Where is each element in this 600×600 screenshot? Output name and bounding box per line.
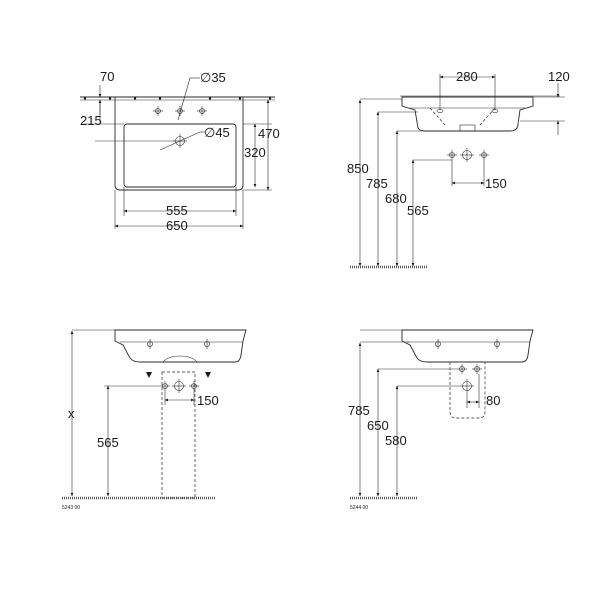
dim-565-front: 565	[97, 435, 119, 450]
dim-555: 555	[166, 203, 188, 218]
dim-d45: ∅45	[204, 125, 230, 140]
dim-x: x	[68, 406, 75, 421]
dim-d35: ∅35	[200, 70, 226, 85]
view-side-right: 280 120 850 785 680 565 150	[347, 69, 570, 269]
dim-150-front: 150	[197, 393, 219, 408]
dim-580-semi: 580	[385, 433, 407, 448]
view-front-pedestal: 150 x 565 5243 00	[62, 329, 247, 511]
dim-80: 80	[486, 393, 500, 408]
dim-470: 470	[258, 126, 280, 141]
bowl-inner-top	[123, 123, 237, 188]
dim-785-semi: 785	[348, 403, 370, 418]
basin-profile-front-ped	[114, 329, 247, 363]
basin-outline-top	[114, 97, 244, 191]
dim-565: 565	[407, 203, 429, 218]
dim-280: 280	[456, 69, 478, 84]
dim-120: 120	[548, 69, 570, 84]
dim-650-semi: 650	[367, 418, 389, 433]
supply-points-side	[447, 148, 489, 162]
dim-680: 680	[385, 191, 407, 206]
view-front-semipedestal: 80 785 650 580 5244 00	[348, 329, 534, 511]
dim-850: 850	[347, 161, 369, 176]
supply-points-front-ped	[160, 379, 199, 393]
dim-785: 785	[366, 176, 388, 191]
supply-points-front-semi	[457, 364, 482, 393]
basin-profile-front-semi	[401, 329, 534, 363]
basin-profile-side	[401, 96, 534, 132]
semi-pedestal	[449, 362, 486, 419]
dim-150-side: 150	[485, 176, 507, 191]
dim-215: 215	[80, 113, 102, 128]
code-5243: 5243 00	[62, 505, 80, 511]
wall-hatch-top	[83, 97, 272, 100]
dim-320: 320	[244, 145, 266, 160]
tap-holes-top	[153, 106, 207, 116]
pedestal	[161, 371, 196, 499]
code-5244: 5244 00	[350, 505, 368, 511]
view-top: 70 215 ∅35 ∅45 470 320 555 650	[80, 69, 280, 233]
dim-650: 650	[166, 218, 188, 233]
dim-70: 70	[100, 69, 114, 84]
